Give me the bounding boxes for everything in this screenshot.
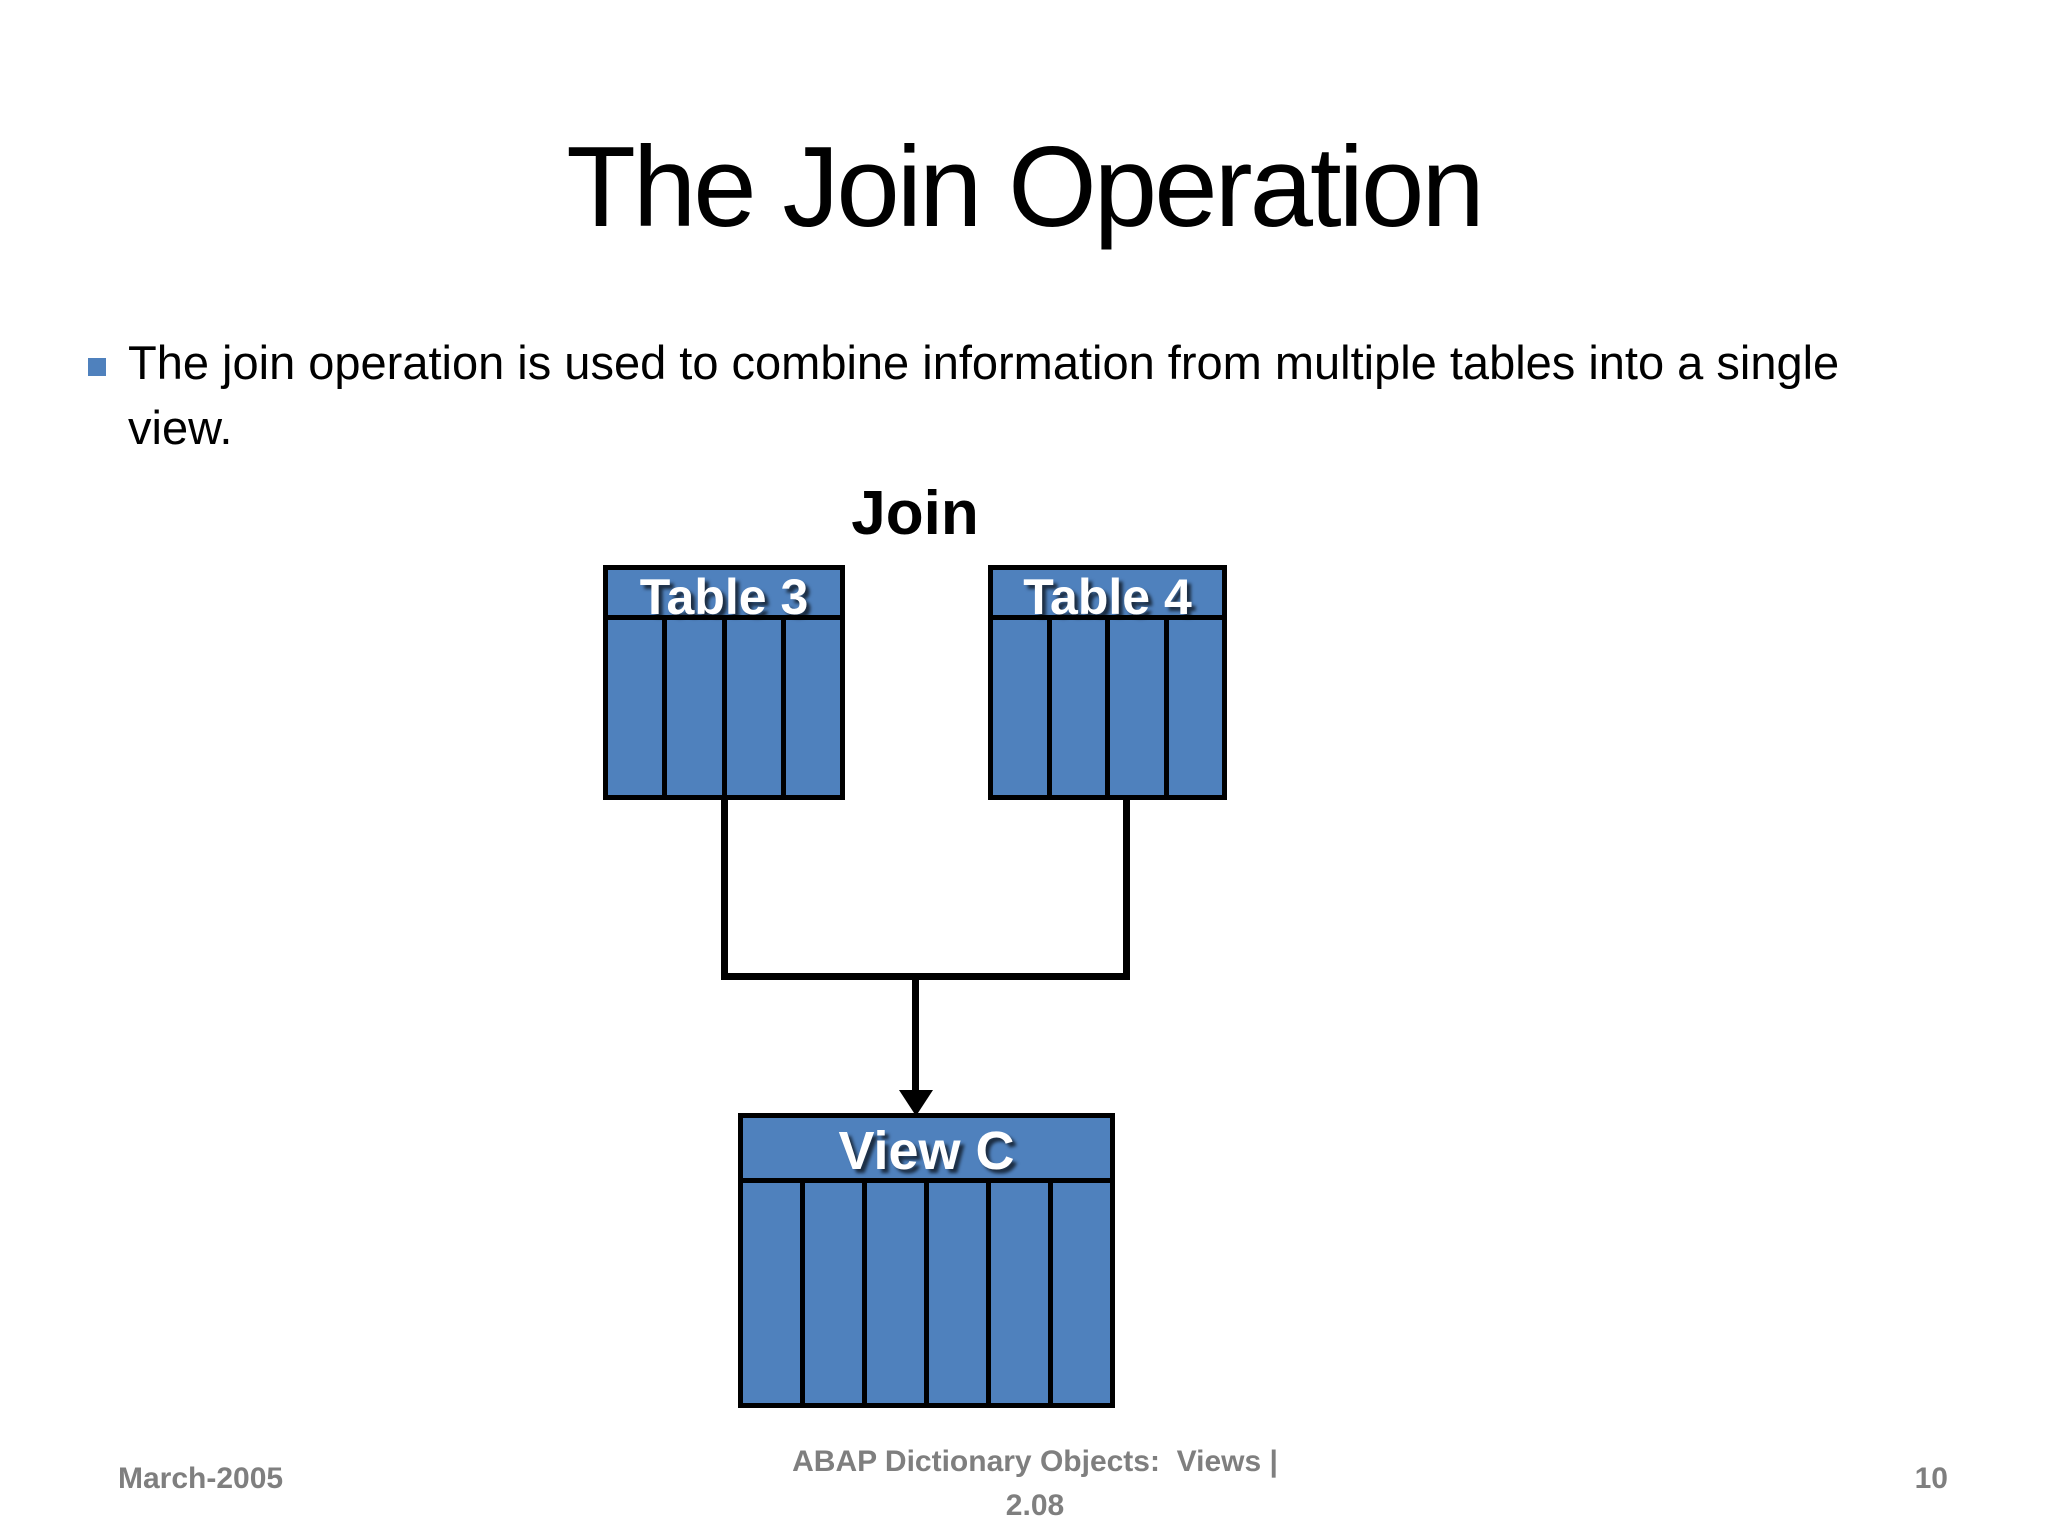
footer-title-line-1: ABAP Dictionary Objects: Views | — [792, 1445, 1278, 1478]
footer-title: ABAP Dictionary Objects: Views | 2.08 — [635, 1440, 1435, 1528]
bullet-marker-icon — [88, 358, 106, 376]
table-4-box: Table 4 — [988, 565, 1227, 800]
column-cell — [727, 620, 786, 795]
table-4-title: Table 4 — [993, 570, 1222, 624]
table-3-columns — [608, 620, 840, 795]
column-cell — [667, 620, 727, 795]
column-cell — [608, 620, 668, 795]
view-c-columns — [743, 1183, 1110, 1403]
column-cell — [993, 620, 1052, 795]
column-cell — [786, 620, 840, 795]
view-c-box: View C — [738, 1113, 1115, 1408]
connector-table3-leg — [721, 797, 728, 980]
column-cell — [1052, 620, 1110, 795]
connector-arrow-shaft — [912, 980, 919, 1092]
column-cell — [991, 1183, 1053, 1403]
page-number: 10 — [1914, 1462, 1948, 1495]
table-4-columns — [993, 620, 1222, 795]
column-cell — [743, 1183, 805, 1403]
bullet-text: The join operation is used to combine in… — [128, 336, 1840, 454]
column-cell — [1053, 1183, 1110, 1403]
column-cell — [929, 1183, 991, 1403]
column-cell — [805, 1183, 867, 1403]
column-cell — [1169, 620, 1223, 795]
footer-title-line-2: 2.08 — [1005, 1489, 1065, 1522]
connector-horizontal-bar — [721, 973, 1130, 980]
connector-table4-leg — [1123, 797, 1130, 980]
slide-title: The Join Operation — [566, 124, 1485, 251]
table-3-box: Table 3 — [603, 565, 845, 800]
column-cell — [1110, 620, 1169, 795]
view-c-title: View C — [743, 1118, 1110, 1183]
table-3-title: Table 3 — [608, 570, 840, 624]
column-cell — [867, 1183, 929, 1403]
join-label: Join — [851, 479, 979, 548]
arrowhead-icon — [899, 1090, 933, 1116]
footer-date: March-2005 — [118, 1462, 284, 1495]
